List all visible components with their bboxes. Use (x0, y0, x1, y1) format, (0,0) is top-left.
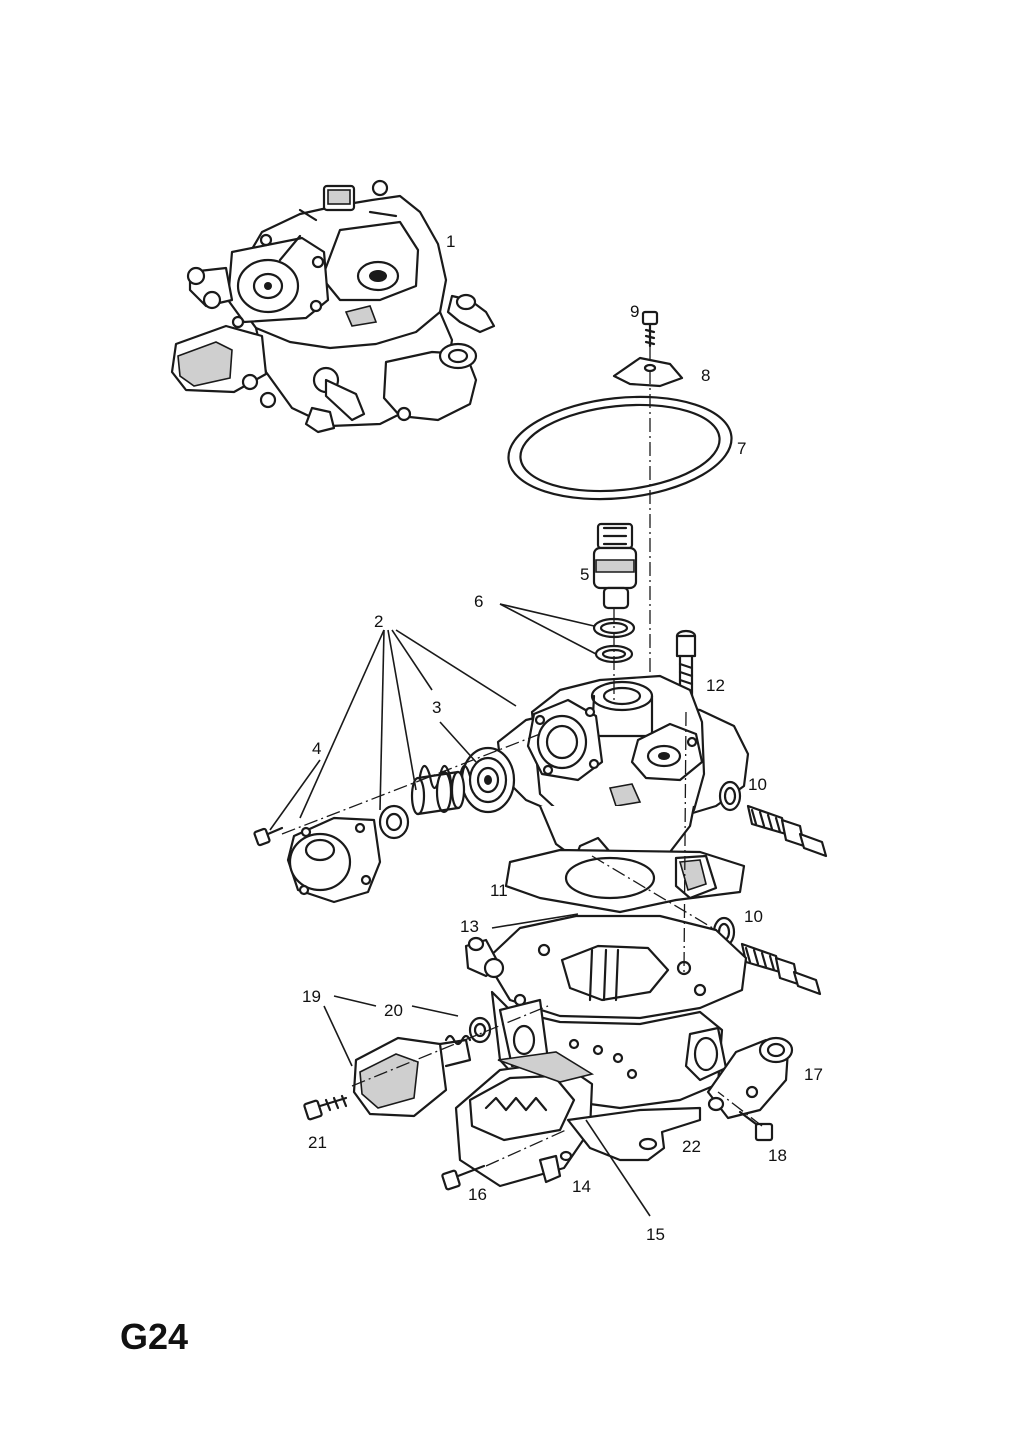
callout-13: 13 (460, 917, 479, 936)
part-5-injector (592, 522, 638, 610)
part-16-screw (441, 1164, 486, 1191)
part-14-pin (538, 1150, 573, 1184)
callout-5: 5 (580, 565, 589, 584)
callout-10-lower: 10 (744, 907, 763, 926)
callout-3: 3 (432, 698, 441, 717)
callout-11: 11 (490, 881, 508, 900)
part-18-screw (738, 1110, 774, 1142)
callout-10-upper: 10 (748, 775, 767, 794)
part-4-screw (253, 826, 284, 847)
part-2-spring-seat (378, 804, 410, 840)
callout-16: 16 (468, 1185, 487, 1204)
part-1-assembly-illustration (170, 179, 496, 434)
part-22-gasket (566, 1106, 702, 1162)
callout-19: 19 (302, 987, 321, 1006)
callout-20: 20 (384, 1001, 403, 1020)
part-12-bolt (675, 629, 697, 714)
callout-leader-lines (269, 603, 651, 1217)
callout-9: 9 (630, 302, 639, 321)
part-9-screw (641, 310, 659, 348)
upper-throttle-housing (496, 674, 750, 876)
callout-12: 12 (706, 676, 725, 695)
callout-4: 4 (312, 739, 321, 758)
callout-18: 18 (768, 1146, 787, 1165)
callout-6: 6 (474, 592, 483, 611)
callout-22: 22 (682, 1137, 701, 1156)
callout-15: 15 (646, 1225, 665, 1244)
part-21-screw (303, 1094, 348, 1121)
part-2-spring (410, 764, 472, 816)
part-17-sensor (706, 1036, 794, 1120)
part-11-gasket (504, 848, 746, 914)
part-3-diaphragm (460, 746, 516, 814)
part-8-retaining-clip (612, 356, 684, 388)
part-15-sensor-housing (454, 1051, 595, 1188)
callout-2: 2 (374, 612, 383, 631)
assembly-axis-lines (281, 346, 763, 1167)
page-code: G24 (120, 1316, 189, 1357)
callout-8: 8 (701, 366, 710, 385)
part-7-seal-ring (507, 395, 733, 501)
part-4-regulator-cover (286, 816, 382, 904)
callout-14: 14 (572, 1177, 591, 1196)
callout-labels: 1 2 3 4 5 6 7 8 9 10 10 11 12 13 14 15 1… (302, 232, 823, 1244)
callout-17: 17 (804, 1065, 823, 1084)
part-19-idle-control-valve (352, 1034, 472, 1118)
part-20-o-ring (468, 1016, 492, 1044)
callout-1: 1 (446, 232, 455, 251)
callout-7: 7 (737, 439, 746, 458)
callout-21: 21 (308, 1133, 327, 1152)
part-10-upper-fitting (718, 780, 828, 858)
